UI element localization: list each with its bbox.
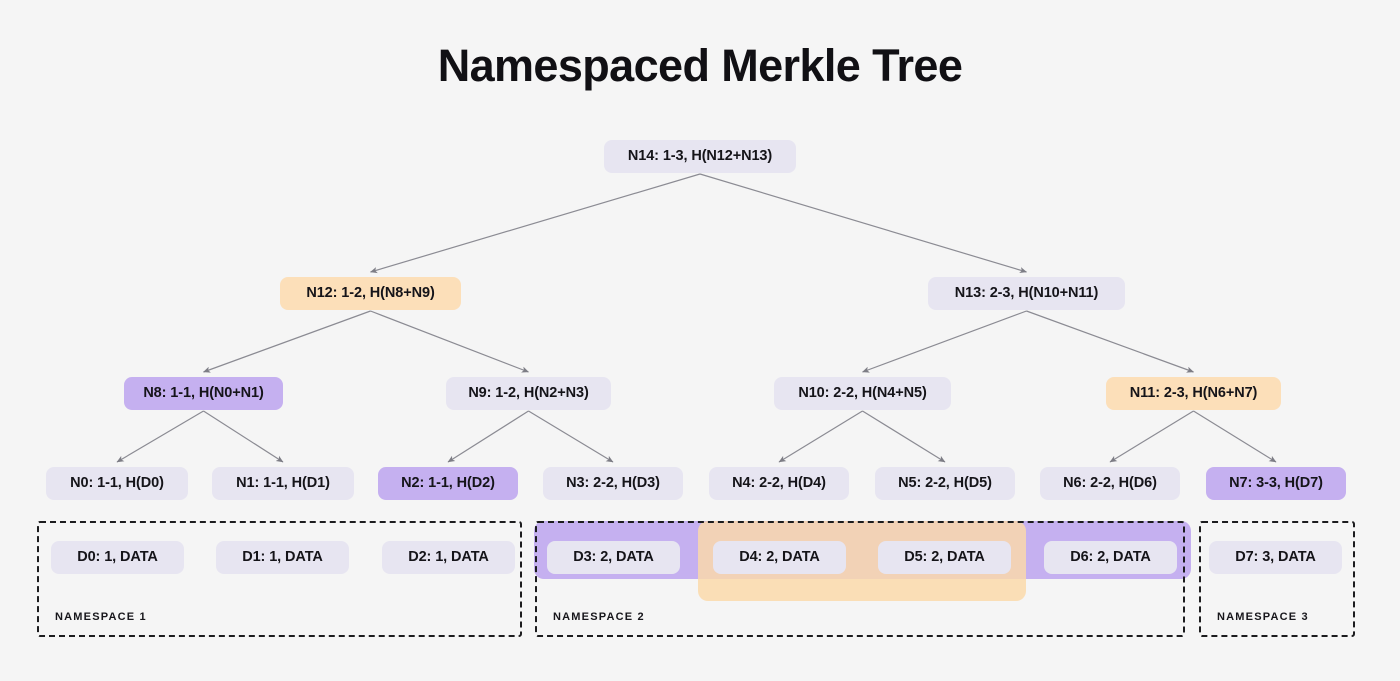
edge-n11-n7 [1193, 410, 1277, 463]
edge-n9-n3 [528, 410, 614, 463]
tree-node-n0: N0: 1-1, H(D0) [46, 467, 188, 500]
edge-n12-n9 [370, 310, 529, 373]
namespace-box-ns1 [37, 521, 522, 637]
edge-n10-n4 [778, 410, 863, 463]
data-chip-d0: D0: 1, DATA [51, 541, 184, 574]
namespace-label-ns1: NAMESPACE 1 [55, 611, 147, 623]
tree-node-n1: N1: 1-1, H(D1) [212, 467, 354, 500]
data-chip-d6: D6: 2, DATA [1044, 541, 1177, 574]
tree-node-n11: N11: 2-3, H(N6+N7) [1106, 377, 1281, 410]
data-chip-d5: D5: 2, DATA [878, 541, 1011, 574]
edge-n10-n5 [862, 410, 946, 463]
data-chip-d2: D2: 1, DATA [382, 541, 515, 574]
tree-node-n7: N7: 3-3, H(D7) [1206, 467, 1346, 500]
tree-node-n9: N9: 1-2, H(N2+N3) [446, 377, 611, 410]
namespace-label-ns3: NAMESPACE 3 [1217, 611, 1309, 623]
namespace-label-ns2: NAMESPACE 2 [553, 611, 645, 623]
edge-n14-n13 [699, 173, 1027, 274]
tree-node-n8: N8: 1-1, H(N0+N1) [124, 377, 283, 410]
edge-n12-n8 [203, 310, 371, 373]
tree-node-n5: N5: 2-2, H(D5) [875, 467, 1015, 500]
edge-n14-n12 [370, 173, 701, 274]
data-chip-d3: D3: 2, DATA [547, 541, 680, 574]
tree-node-n2: N2: 1-1, H(D2) [378, 467, 518, 500]
tree-node-n10: N10: 2-2, H(N4+N5) [774, 377, 951, 410]
edge-n8-n1 [203, 410, 284, 463]
edge-n13-n11 [1026, 310, 1194, 373]
tree-node-n13: N13: 2-3, H(N10+N11) [928, 277, 1125, 310]
edge-n11-n6 [1109, 410, 1194, 463]
data-chip-d1: D1: 1, DATA [216, 541, 349, 574]
data-chip-d4: D4: 2, DATA [713, 541, 846, 574]
namespace-box-ns3 [1199, 521, 1355, 637]
page-title: Namespaced Merkle Tree [437, 40, 963, 91]
tree-node-n14: N14: 1-3, H(N12+N13) [604, 140, 796, 173]
edge-n8-n0 [116, 410, 204, 463]
edge-n9-n2 [447, 410, 529, 463]
tree-node-n12: N12: 1-2, H(N8+N9) [280, 277, 461, 310]
namespace-box-ns2 [535, 521, 1185, 637]
data-chip-d7: D7: 3, DATA [1209, 541, 1342, 574]
tree-node-n4: N4: 2-2, H(D4) [709, 467, 849, 500]
tree-node-n3: N3: 2-2, H(D3) [543, 467, 683, 500]
tree-node-n6: N6: 2-2, H(D6) [1040, 467, 1180, 500]
edge-n13-n10 [862, 310, 1027, 373]
